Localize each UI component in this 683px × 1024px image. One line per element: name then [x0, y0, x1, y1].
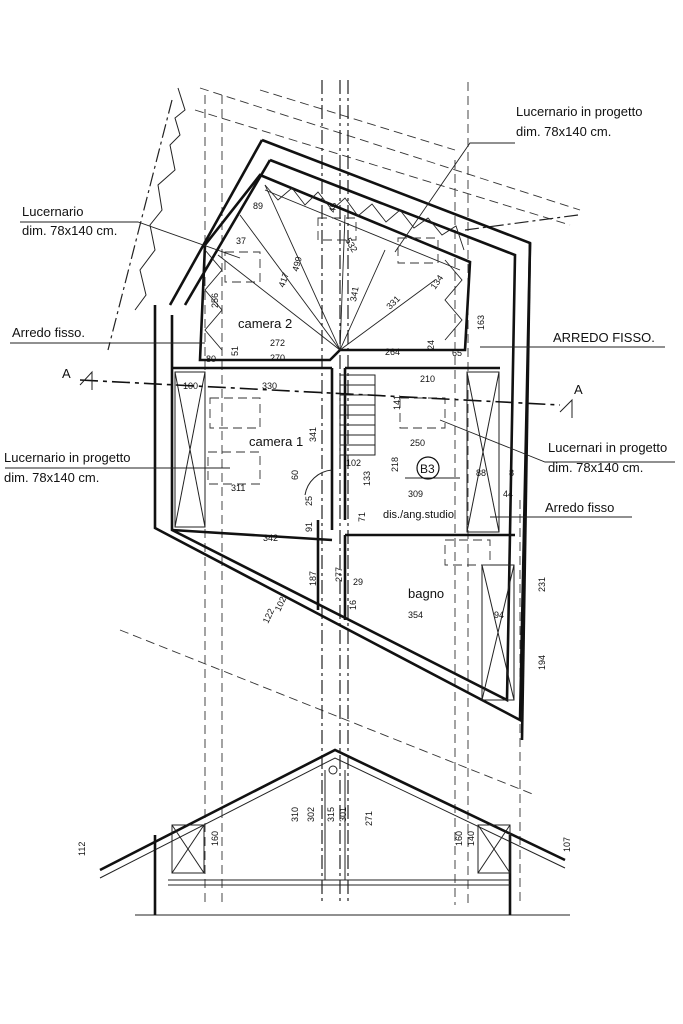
- interior-walls: [171, 366, 515, 701]
- dim-label: 25: [304, 496, 314, 506]
- skylight-dis-a: [399, 397, 446, 429]
- dim-label: 194: [537, 655, 547, 670]
- dim-label: 532: [343, 236, 359, 254]
- callout-lucernario-top-dim: dim. 78x140 cm.: [516, 124, 611, 139]
- callout-lucernario-top-title: Lucernario in progetto: [516, 104, 642, 119]
- callout-lucernari-right-dim: dim. 78x140 cm.: [548, 460, 643, 475]
- dim-label: 112: [77, 842, 87, 856]
- dim-label: 51: [230, 346, 240, 356]
- section-mark-left: A: [62, 366, 71, 381]
- dim-label: 160: [454, 831, 464, 846]
- dim-label: 330: [262, 381, 277, 391]
- skylight-camera2-a: [224, 251, 261, 283]
- dim-label: 60: [290, 470, 300, 480]
- dim-label: 331: [384, 294, 402, 312]
- dim-label: 45: [327, 202, 339, 214]
- skylight-camera2-b: [317, 217, 357, 241]
- callout-arredo-fisso-left: Arredo fisso.: [12, 325, 85, 340]
- callout-lucernario-left-dim: dim. 78x140 cm.: [22, 223, 117, 238]
- callout-arredo-fisso-caps: ARREDO FISSO.: [553, 330, 655, 345]
- dim-label: 141: [392, 395, 402, 410]
- roof-section: [99, 748, 570, 916]
- skylight-camera1-a: [209, 397, 261, 429]
- fixed-furniture-bagno: [481, 564, 515, 701]
- dim-label: 271: [364, 811, 374, 826]
- dim-label: 342: [263, 533, 278, 543]
- dim-label: 94: [494, 610, 504, 620]
- room-label-bagno: bagno: [408, 586, 444, 601]
- dim-label: 102: [346, 458, 361, 468]
- dim-label: 231: [537, 577, 547, 592]
- callout-lucernario-left-title: Lucernario: [22, 204, 83, 219]
- room-label-camera2: camera 2: [238, 316, 292, 331]
- dim-label: 301: [338, 807, 348, 822]
- dim-label: 309: [408, 489, 423, 499]
- dim-label: 71: [357, 512, 367, 522]
- dim-label: 187: [308, 571, 318, 586]
- dim-label: 499: [290, 255, 304, 272]
- callout-lucernario-mid-title: Lucernario in progetto: [4, 450, 130, 465]
- dim-label: 16: [348, 600, 358, 610]
- roof-dashed-lines: [107, 80, 581, 905]
- fixed-furniture-right: [466, 371, 500, 533]
- dim-label: 160: [210, 831, 220, 846]
- dim-label: 100: [183, 381, 198, 391]
- dim-label: 272: [270, 338, 285, 348]
- dim-label: 250: [410, 438, 425, 448]
- unit-tag-label: B3: [420, 462, 435, 476]
- leader-lines: [5, 142, 675, 518]
- dim-label: 341: [348, 286, 360, 303]
- dim-label: 315: [326, 807, 336, 822]
- dim-label: 163: [476, 315, 486, 330]
- roof-truss: [198, 173, 472, 362]
- dim-label: 8: [509, 468, 514, 478]
- room-label-disimpegno: dis./ang.studio: [383, 509, 454, 521]
- section-fixed-furniture-left: [171, 824, 205, 874]
- dim-label: 91: [304, 522, 314, 532]
- dim-label: 37: [236, 236, 246, 246]
- room-label-camera1: camera 1: [249, 434, 303, 449]
- dim-label: 311: [231, 483, 245, 493]
- section-fixed-furniture-right: [477, 824, 511, 874]
- callout-lucernario-mid-dim: dim. 78x140 cm.: [4, 470, 99, 485]
- door-swing-camera1: [304, 469, 333, 496]
- dim-label: 270: [270, 353, 285, 363]
- dim-label: 310: [290, 807, 300, 822]
- skylight-camera2-c: [397, 237, 439, 264]
- dim-label: 210: [420, 374, 435, 384]
- dim-label: 29: [353, 577, 363, 587]
- callout-lucernari-right-title: Lucernari in progetto: [548, 440, 667, 455]
- callout-arredo-fisso-right: Arredo fisso: [545, 500, 614, 515]
- skylight-bagno: [444, 539, 491, 566]
- dim-label: 133: [362, 471, 372, 486]
- dim-label: 302: [306, 807, 316, 822]
- section-axis: [79, 370, 573, 418]
- dim-label: 89: [253, 201, 263, 211]
- dim-label: 80: [206, 354, 216, 364]
- section-mark-right: A: [574, 382, 583, 397]
- dim-label: 218: [390, 457, 400, 472]
- dim-label: 134: [428, 273, 445, 291]
- dim-label: 354: [408, 610, 423, 620]
- dim-label: 65: [452, 348, 462, 358]
- dim-label: 341: [308, 427, 318, 442]
- unit-tag: B3: [416, 456, 440, 480]
- dimensions-section: 310 302 315 301 271 160 112 160 140 107: [77, 807, 572, 856]
- dim-label: 277: [334, 567, 344, 582]
- dim-label: 417: [276, 271, 291, 289]
- dim-label: 107: [562, 837, 572, 852]
- dim-label: 88: [476, 468, 486, 478]
- dim-label: 44: [503, 489, 513, 499]
- staircase: [339, 374, 376, 456]
- dim-label: 256: [210, 293, 220, 308]
- dim-label: 24: [426, 340, 436, 350]
- fixed-furniture-camera1: [174, 371, 206, 528]
- dim-label: 140: [466, 831, 476, 846]
- dim-label: 264: [385, 347, 400, 357]
